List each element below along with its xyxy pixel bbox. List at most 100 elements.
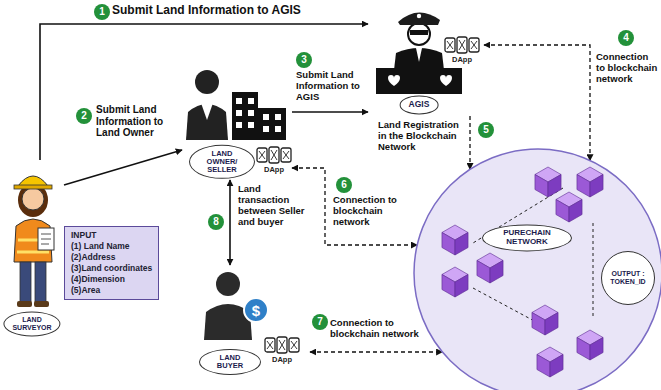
edge-label: Submit Land Information to AGIS xyxy=(296,70,364,103)
edge-label: Connection to blockchain network xyxy=(330,318,422,340)
agis-figure xyxy=(376,12,462,94)
owner-figure xyxy=(248,122,254,128)
edge-label: Land Registration in the Blockchain Netw… xyxy=(378,120,466,153)
network-outline xyxy=(535,175,548,198)
owner-figure xyxy=(236,98,281,132)
dapp-label: DApp xyxy=(452,55,472,64)
input-item: (1) Land Name xyxy=(71,241,152,252)
agis-figure xyxy=(398,12,440,25)
network-outline xyxy=(455,275,468,298)
input-item: (3)Land coordinates xyxy=(71,263,152,274)
network-outline xyxy=(590,338,603,361)
surveyor-figure xyxy=(18,176,48,186)
callout-number: 5 xyxy=(478,122,494,138)
network-outline xyxy=(442,233,455,256)
owner-figure xyxy=(275,126,281,132)
agis-figure xyxy=(410,30,428,35)
agis-figure xyxy=(376,68,462,94)
surveyor-figure xyxy=(34,301,49,307)
edge-label: Connection to blockchain network xyxy=(333,195,411,228)
callout-number: 2 xyxy=(76,108,92,124)
dapp-label: DApp xyxy=(264,165,284,174)
network-outline xyxy=(490,261,503,284)
surveyor-figure xyxy=(41,234,51,244)
input-item: (4)Dimension xyxy=(71,274,152,285)
edge-label: Connection to blockchain network xyxy=(596,52,658,85)
surveyor-figure xyxy=(35,262,46,302)
agis-figure xyxy=(408,23,430,45)
network-outline xyxy=(442,275,455,298)
input-box: INPUT(1) Land Name(2)Address(3)Land coor… xyxy=(64,226,159,300)
connector-arrow xyxy=(310,351,442,352)
network-outline xyxy=(550,355,563,378)
buyer-figure xyxy=(216,272,240,296)
network-outline xyxy=(593,223,594,318)
agis-figure xyxy=(417,14,421,18)
agis-figure xyxy=(394,48,444,70)
network-outline xyxy=(414,149,661,390)
network-outline xyxy=(537,355,550,378)
network-outline xyxy=(545,313,558,336)
network-outline xyxy=(569,200,582,223)
connector-arrow xyxy=(292,111,368,113)
owner-figure xyxy=(232,92,258,140)
agis-figure xyxy=(388,75,400,86)
network-outline xyxy=(477,261,490,284)
surveyor-figure xyxy=(38,228,54,250)
network-outline xyxy=(455,233,468,256)
callout-number: 8 xyxy=(208,214,224,230)
agis-figure xyxy=(416,48,422,62)
actor-box: LAND BUYER xyxy=(198,265,310,377)
surveyor-figure xyxy=(14,185,52,189)
agis-figure xyxy=(440,75,452,86)
surveyor-figure xyxy=(17,251,49,254)
surveyor-figure xyxy=(17,301,32,307)
network-label: PURECHAIN NETWORK xyxy=(482,224,572,251)
actor-label: LAND BUYER xyxy=(199,349,261,375)
owner-figure xyxy=(186,104,228,140)
connector-arrow xyxy=(40,24,368,160)
surveyor-figure xyxy=(22,188,44,210)
input-item: (5)Area xyxy=(71,285,152,296)
connector-arrow xyxy=(292,168,417,245)
actor-label: AGIS xyxy=(400,95,439,114)
edge-label: Submit Land Information to AGIS xyxy=(112,4,301,18)
owner-figure xyxy=(186,70,286,140)
currency-symbol: $ xyxy=(252,303,260,318)
owner-figure xyxy=(263,114,269,120)
network-outline xyxy=(590,175,603,198)
dapp-icon xyxy=(445,37,479,53)
edge-label: Land transaction between Seller and buye… xyxy=(238,184,306,228)
owner-figure xyxy=(201,103,213,120)
owner-figure xyxy=(236,98,242,104)
network-outline xyxy=(473,288,538,323)
network-outline xyxy=(577,175,590,198)
owner-figure xyxy=(248,110,254,116)
surveyor-figure xyxy=(14,176,54,307)
network-outline xyxy=(577,338,590,361)
input-heading: INPUT xyxy=(71,230,152,241)
connector-arrow xyxy=(229,180,231,265)
buyer-figure xyxy=(204,272,268,340)
input-item: (2)Address xyxy=(71,252,152,263)
owner-figure xyxy=(263,126,269,132)
surveyor-figure xyxy=(20,262,31,302)
dapp-icon xyxy=(265,337,299,353)
actor-label: LAND SURVEYOR xyxy=(3,311,60,336)
buyer-figure xyxy=(244,298,268,322)
owner-figure xyxy=(258,108,286,140)
dapp-icon xyxy=(257,147,291,163)
callout-number: 6 xyxy=(336,177,352,193)
connector-arrow xyxy=(484,45,590,160)
actor-box: LAND OWNER/ SELLER xyxy=(182,62,292,180)
network-outline xyxy=(532,313,545,336)
connector-arrow xyxy=(64,150,182,185)
callout-number: 3 xyxy=(296,52,312,68)
network-outline xyxy=(548,175,561,198)
callout-number: 4 xyxy=(618,30,634,46)
dapp-label: DApp xyxy=(272,355,292,364)
network-outline xyxy=(556,200,569,223)
network-circle: PURECHAIN NETWORKOUTPUT : TOKEN_ID xyxy=(413,148,661,390)
actor-box: LAND SURVEYOR xyxy=(2,160,64,338)
owner-figure xyxy=(195,70,219,94)
